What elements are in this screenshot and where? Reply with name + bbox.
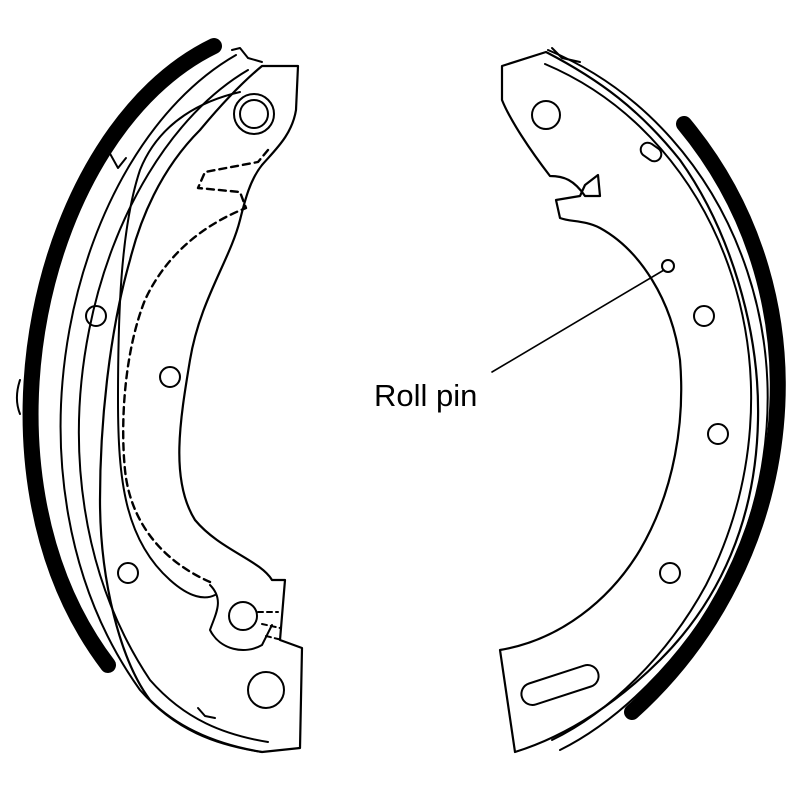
left-hole-center	[159, 366, 181, 388]
left-anchor-lug	[209, 584, 273, 651]
left-bottom-eye	[247, 671, 285, 709]
left-top-eye-outer	[233, 93, 275, 135]
right-bottom-slot	[520, 664, 600, 706]
left-hole-lower	[117, 562, 139, 584]
left-spring-hidden-line	[122, 148, 270, 584]
left-top-eye-inner	[239, 99, 269, 129]
right-web-plate	[498, 50, 760, 754]
right-shoe-table-inner	[544, 63, 753, 741]
left-hole-upper	[85, 305, 107, 327]
left-anchor-hole	[228, 601, 258, 631]
right-shoe-table-outer	[547, 49, 769, 751]
right-hole-center	[707, 423, 729, 445]
left-web-plate	[98, 64, 304, 754]
left-rim-step-low	[197, 707, 216, 719]
roll-pin-label: Roll pin	[374, 378, 477, 413]
left-brake-shoe	[16, 38, 304, 754]
right-roll-pin-hole	[661, 259, 675, 273]
left-rim-step-mid	[16, 379, 21, 415]
right-brake-shoe	[498, 47, 786, 754]
right-slot-small	[639, 141, 663, 163]
right-rim-step-mid	[775, 383, 780, 419]
right-hole-lower	[659, 562, 681, 584]
left-web-rib	[117, 91, 241, 599]
left-shoe-table-inner	[77, 69, 269, 743]
right-top-eye	[531, 100, 561, 130]
left-lining	[22, 38, 222, 673]
left-rim-step-top	[231, 47, 263, 63]
left-top-notch	[107, 149, 127, 169]
right-lining	[624, 116, 786, 720]
roll-pin-leader-line	[491, 269, 665, 373]
right-rim-step-top	[551, 47, 581, 63]
roll-pin-callout: Roll pin	[374, 269, 665, 413]
right-hole-upper	[693, 305, 715, 327]
left-anchor-dashes	[257, 611, 283, 641]
